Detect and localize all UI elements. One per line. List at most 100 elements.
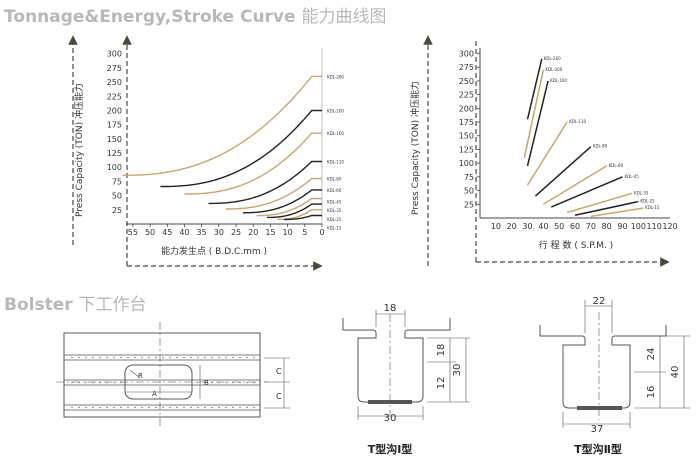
- chart1-x-tick-label: 15: [265, 228, 275, 237]
- chart2-series-kdl-45: [550, 176, 623, 208]
- bolster-section-title: Bolster 下工作台: [4, 290, 147, 315]
- bolster-hole: [225, 406, 227, 409]
- chart2-x-tick-label: 120: [662, 222, 677, 231]
- bolster-hole: [162, 356, 164, 359]
- chart1-x-tick-label: 0: [319, 228, 324, 237]
- bolster-title-cn: 下工作台: [78, 295, 147, 315]
- chart2-series-kdl-80: [534, 146, 592, 197]
- chart1-y-label: Press Capacity (TON) 冲压能力: [73, 83, 85, 217]
- bolster-hole: [253, 356, 255, 359]
- chart2-series-label: KDL-35: [634, 190, 649, 195]
- chart2-series-kdl-60: [542, 165, 608, 205]
- tslot2-total-dim: 40: [670, 366, 681, 379]
- bolster-hole: [134, 356, 136, 359]
- chart2-x-tick-label: 80: [602, 222, 612, 231]
- chart1-series-label: KDL-60: [327, 188, 342, 193]
- bolster-hole: [113, 356, 115, 359]
- dim-r-leader: [129, 369, 141, 379]
- bolster-hole: [183, 406, 185, 409]
- bolster-hole: [106, 356, 108, 359]
- chart2-y-tick-label: 100: [459, 159, 474, 168]
- bolster-hole: [78, 356, 80, 359]
- bolster-hole: [120, 356, 122, 359]
- chart1-series-label: KDL-200: [327, 108, 344, 113]
- dim-r-label: R: [138, 372, 143, 380]
- tslot-type1-drawing: [342, 310, 470, 420]
- chart2-series-kdl-200: [523, 69, 545, 158]
- bolster-hole: [120, 406, 122, 409]
- bolster-hole: [92, 381, 94, 384]
- chart1-x-tick-label: 10: [283, 228, 293, 237]
- bolster-hole: [232, 381, 234, 384]
- chart1-y-tick-label: 75: [112, 177, 122, 186]
- bolster-hole: [232, 356, 234, 359]
- chart2-x-tick-label: 60: [570, 222, 580, 231]
- bolster-hole: [85, 356, 87, 359]
- tslot1-total-dim: 30: [452, 364, 463, 377]
- bolster-hole: [127, 356, 129, 359]
- chart1-y-tick-label: 275: [107, 64, 122, 73]
- chart1-series-kdl-25: [277, 209, 322, 220]
- bolster-hole: [113, 406, 115, 409]
- chart2-y-tick-label: 250: [459, 77, 474, 86]
- chart1-series-label: KDL-160: [327, 131, 344, 136]
- bolster-hole: [218, 381, 220, 384]
- bolster-slot-middle: [64, 379, 260, 386]
- dim-b-label: B: [204, 379, 209, 387]
- bolster-hole: [204, 406, 206, 409]
- chart1-series-kdl-160: [184, 132, 322, 195]
- chart1-series-kdl-15: [284, 214, 322, 221]
- bolster-hole: [99, 381, 101, 384]
- tslot1-bottom-dim: 30: [384, 413, 397, 424]
- chart2-x-tick-label: 10: [491, 222, 501, 231]
- bolster-hole: [169, 406, 171, 409]
- dim-c2-label: C: [276, 392, 282, 401]
- chart1-x-tick-label: 5: [302, 228, 307, 237]
- chart2-x-tick-label: 70: [586, 222, 596, 231]
- chart2-x-tick-label: 100: [631, 222, 646, 231]
- bolster-outline: [63, 332, 261, 418]
- chart2-series-kdl-260: [526, 58, 543, 120]
- bolster-hole: [204, 356, 206, 359]
- chart2-y-tick-label: 300: [459, 49, 474, 58]
- chart2-x-tick-label: 20: [507, 222, 517, 231]
- bolster-hole: [190, 356, 192, 359]
- chart2-x-tick-label: 50: [554, 222, 564, 231]
- bolster-hole: [106, 406, 108, 409]
- bolster-hole: [169, 356, 171, 359]
- bolster-hole: [78, 381, 80, 384]
- chart1-y-tick-label: 150: [107, 135, 122, 144]
- bolster-hole: [253, 406, 255, 409]
- chart1-series-label: KDL-110: [327, 160, 344, 165]
- bolster-hole: [71, 406, 73, 409]
- bolster-hole: [141, 356, 143, 359]
- chart1-y-tick-label: 250: [107, 78, 122, 87]
- chart2-y-tick-label: 50: [464, 187, 474, 196]
- chart1-x-tick-label: 20: [248, 228, 258, 237]
- bolster-hole: [246, 406, 248, 409]
- chart1-y-tick-label: 225: [107, 92, 122, 101]
- chart2-series-label: KDL-160: [550, 78, 567, 83]
- chart1-series-kdl-110: [208, 160, 322, 205]
- tslot1-neck-dim: 12: [436, 377, 447, 390]
- tslot1-top-dim: 18: [384, 303, 397, 314]
- tslot2-bottom-dim: 37: [591, 424, 604, 435]
- chart1-y-tick-label: 25: [112, 206, 122, 215]
- chart1-series-label: KDL-25: [327, 217, 342, 222]
- bolster-hole: [211, 381, 213, 384]
- tslot2-neck-dim: 16: [646, 386, 657, 399]
- tonnage-spm-chart: Press Capacity (TON) 冲压能力 行 程 数 ( S.P.M.…: [409, 35, 678, 267]
- bolster-hole: [204, 381, 206, 384]
- chart2-series-kdl-25: [574, 200, 639, 216]
- bolster-hole: [176, 356, 178, 359]
- bolster-slot-bottom: [64, 404, 260, 411]
- bolster-hole: [211, 406, 213, 409]
- chart1-series-kdl-80: [225, 177, 322, 210]
- tslot2-top-dim: 22: [593, 296, 606, 307]
- chart2-series-kdl-35: [566, 192, 633, 214]
- bolster-hole: [211, 356, 213, 359]
- bolster-hole: [148, 406, 150, 409]
- chart1-y-tick-label: 300: [107, 50, 122, 59]
- dim-a-label: A: [152, 390, 157, 398]
